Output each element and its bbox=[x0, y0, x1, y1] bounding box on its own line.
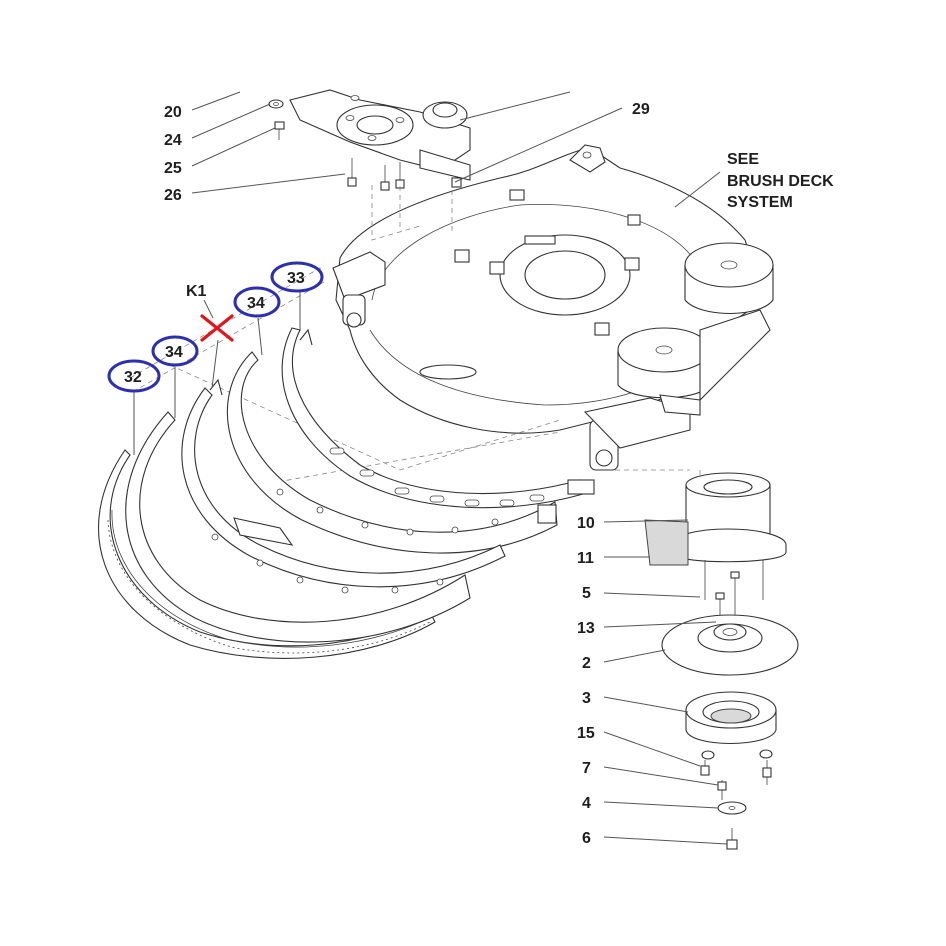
callout-25: 25 bbox=[164, 160, 182, 177]
brush-deck-housing bbox=[332, 144, 774, 471]
highlight-ring-33 bbox=[270, 261, 324, 293]
drive-plate-assembly bbox=[268, 89, 471, 191]
note-line-3: SYSTEM bbox=[727, 194, 793, 211]
callout-3: 3 bbox=[582, 690, 591, 707]
callout-34-lower: 34 bbox=[165, 344, 183, 361]
highlight-ring-32 bbox=[107, 359, 161, 393]
highlight-annotations: 33 34 34 32 bbox=[107, 261, 324, 393]
highlight-ring-34-lower bbox=[151, 335, 199, 367]
motor-hub-stack bbox=[644, 472, 799, 850]
callout-2: 2 bbox=[582, 655, 591, 672]
callout-13: 13 bbox=[577, 620, 595, 637]
callout-24: 24 bbox=[164, 132, 182, 149]
callout-32: 32 bbox=[124, 369, 142, 386]
callout-15: 15 bbox=[577, 725, 595, 742]
brush-skirt-strips bbox=[98, 327, 595, 659]
callout-5: 5 bbox=[582, 585, 591, 602]
callout-20: 20 bbox=[164, 104, 182, 121]
callout-26: 26 bbox=[164, 187, 182, 204]
callout-29: 29 bbox=[632, 101, 650, 118]
callout-7: 7 bbox=[582, 760, 591, 777]
note-line-2: BRUSH DECK bbox=[727, 173, 834, 190]
cross-mark-k1 bbox=[200, 314, 234, 342]
callout-34-upper: 34 bbox=[247, 295, 265, 312]
note-line-1: SEE bbox=[727, 151, 759, 168]
callout-33: 33 bbox=[287, 270, 305, 287]
callout-4: 4 bbox=[582, 795, 591, 812]
callout-11: 11 bbox=[577, 550, 594, 567]
highlight-ring-34-upper bbox=[233, 286, 281, 318]
callout-labels: 20 24 25 26 29 SEE BRUSH DECK SYSTEM 10 … bbox=[164, 101, 834, 847]
callout-10: 10 bbox=[577, 515, 595, 532]
callout-k1: K1 bbox=[186, 283, 207, 300]
callout-6: 6 bbox=[582, 830, 591, 847]
leader-lines bbox=[133, 91, 728, 845]
